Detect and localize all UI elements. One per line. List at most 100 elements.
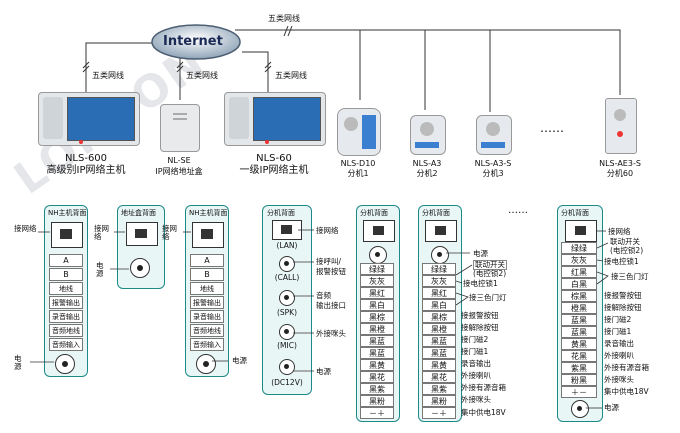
wire-cell: 橙黑: [561, 302, 597, 314]
wire-cell: 黑黄: [360, 359, 394, 371]
label-network: 接网络: [94, 224, 109, 241]
label-release-button: 接解除按钮: [604, 303, 642, 312]
label-power: 电源: [14, 354, 22, 371]
speaker-jack-icon: [279, 290, 295, 306]
device-name-nlsa3s: NLS-A3-S: [474, 159, 512, 168]
label-tricolor-door-light: 接三色门灯: [611, 272, 649, 281]
terminal-cell: 音频地线: [49, 324, 83, 337]
device-name-nlsae3s: NLS-AE3-S: [599, 159, 641, 168]
wire-cell: 绿绿: [360, 263, 394, 275]
label-door-sensor-2: 接门磁2: [461, 335, 489, 344]
label-electric-lock-1: 接电控锁1: [604, 257, 639, 266]
label-network: 接网络: [316, 226, 339, 235]
nls600-host-image: [38, 92, 140, 146]
label-network: 接网络: [162, 224, 177, 241]
wire-cell: 粉黑: [561, 374, 597, 386]
label-tricolor-door-light: 接三色门灯: [469, 293, 507, 302]
terminal-cell: 音频输入: [190, 338, 224, 351]
label-active-speaker: 外接有源音箱: [461, 383, 506, 392]
wire-cell: 花黑: [561, 350, 597, 362]
port-spk: (SPK): [276, 308, 298, 317]
device-ellipsis: ……: [540, 121, 564, 135]
wire-cell: 黑棕: [360, 311, 394, 323]
label-electric-lock-2: (电控锁2): [473, 269, 507, 278]
terminal-cell: 报警输出: [49, 296, 83, 309]
device-desc-nlsd10: 分机1: [347, 169, 369, 178]
wire-cell: 灰灰: [422, 275, 456, 287]
wire-cell: 白黑: [561, 278, 597, 290]
wire-cell: 绿绿: [561, 242, 597, 254]
label-network: 接网络: [14, 224, 37, 233]
device-name-nlsa3: NLS-A3: [412, 159, 442, 168]
label-external-speaker: 外接喇叭: [461, 371, 491, 380]
rj45-port-icon: [425, 220, 457, 242]
wire-cell: 黑紫: [360, 383, 394, 395]
label-record-output: 录音输出: [604, 339, 634, 348]
wire-cell: 蓝黑: [561, 326, 597, 338]
cable-label-top: 五类网线: [268, 14, 300, 23]
terminal-cell: 地线: [190, 282, 224, 295]
device-desc-nlse: IP网络地址盒: [155, 167, 203, 176]
wire-cell: 黑橙: [360, 323, 394, 335]
label-alarm-button: 接报警按钮: [461, 311, 499, 320]
wire-cell: 黑花: [360, 371, 394, 383]
wire-cell: 红黑: [561, 266, 597, 278]
internet-label: Internet: [163, 34, 223, 49]
wire-cell: 黑红: [422, 287, 456, 299]
rj45-port-icon: [51, 222, 83, 248]
label-power: 电源: [604, 403, 619, 412]
wire-cell: －＋: [422, 407, 456, 419]
label-door-sensor-2: 接门磁2: [604, 315, 632, 324]
wire-cell: 黑蓝: [360, 347, 394, 359]
port-mic: (MIC): [277, 341, 297, 350]
wire-cell: 黑蓝: [422, 335, 456, 347]
panel-nh600-rear: NH主机背面 A B 地线 报警输出 录音输出 音频地线 音频输入: [44, 205, 88, 377]
terminal-cell: 录音输出: [49, 310, 83, 323]
panel-title: 分机背面: [267, 209, 295, 217]
device-desc-nlsa3: 分机2: [416, 169, 438, 178]
power-socket-icon: [130, 258, 150, 278]
label-central-power: 集中供电18V: [604, 387, 649, 396]
cable-label-c: 五类网线: [275, 71, 307, 80]
wire-cell: 棕黑: [561, 290, 597, 302]
panel-d10-rear: 分机背面 (LAN) (CALL) (SPK) (MIC) (DC12V): [262, 205, 312, 395]
port-lan: (LAN): [276, 241, 298, 250]
terminal-cell: 报警输出: [190, 296, 224, 309]
wire-cell: 黑棕: [422, 311, 456, 323]
wire-cell: 绿绿: [422, 263, 456, 275]
label-external-mic: 外接咪头: [604, 375, 634, 384]
label-audio-output: 输出接口: [316, 301, 346, 310]
label-linkage-switch: 联动开关: [610, 237, 640, 246]
power-socket-icon: [196, 354, 216, 374]
rj45-port-icon: [363, 220, 395, 242]
label-power: 电源: [473, 249, 488, 258]
device-desc-nlsae3s: 分机60: [606, 169, 634, 178]
wire-cell: －＋: [360, 407, 394, 419]
power-socket-icon: [55, 354, 75, 374]
terminal-cell: 音频输入: [49, 338, 83, 351]
wire-cell: ＋－: [561, 386, 597, 398]
panel-title: 地址盒背面: [121, 209, 156, 217]
wire-cell: 黑红: [360, 287, 394, 299]
label-active-speaker: 外接有源音箱: [604, 363, 649, 372]
terminal-cell: 录音输出: [190, 310, 224, 323]
device-name-nls60: NLS-60: [256, 153, 292, 164]
label-electric-lock-2: (电控锁2): [610, 246, 644, 255]
label-power: 电源: [232, 356, 247, 365]
label-power: 电源: [316, 367, 331, 376]
wire-cell: 黑白: [422, 299, 456, 311]
wire-cell: 黑紫: [422, 383, 456, 395]
dc-jack-icon: [279, 359, 295, 375]
nlsa3s-image: [476, 115, 512, 155]
label-door-sensor-1: 接门磁1: [461, 347, 489, 356]
port-call: (CALL): [274, 273, 300, 282]
device-name-nlse: NL-SE: [167, 156, 191, 165]
wire-cell: 黑白: [360, 299, 394, 311]
panel-addrbox-rear: 地址盒背面: [117, 205, 165, 289]
panel-title: 分机背面: [360, 209, 388, 217]
panel-ellipsis: ……: [508, 205, 528, 216]
device-desc-nlsa3s: 分机3: [482, 169, 504, 178]
rj45-port-icon: [565, 220, 597, 242]
terminal-cell: B: [49, 268, 83, 281]
